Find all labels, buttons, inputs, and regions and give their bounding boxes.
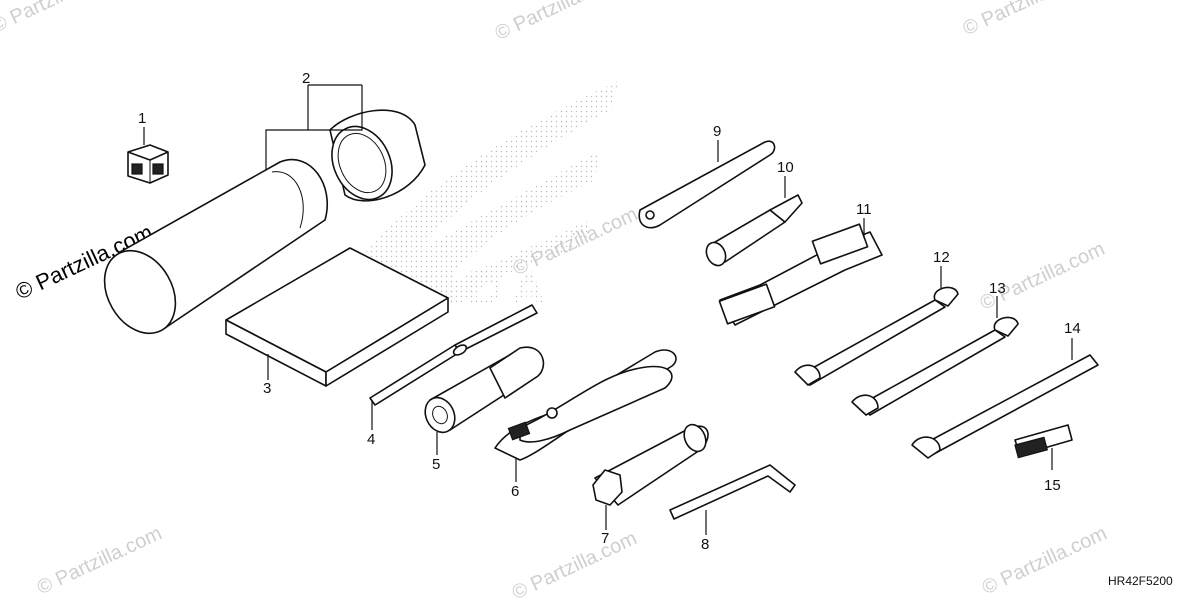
callout-3: 3	[263, 380, 271, 397]
watermark-faint: © Partzilla.com	[509, 527, 640, 600]
part-12-wrench	[794, 266, 959, 386]
watermark-faint: © Partzilla.com	[0, 0, 120, 37]
callout-labels: 1 2 3 4 5 6 7 8 9 10 11 12 13 14 15	[138, 70, 1081, 553]
part-15-clip	[1014, 424, 1073, 470]
part-2-tool-tube	[103, 84, 426, 335]
watermark-faint: © Partzilla.com	[34, 522, 165, 599]
callout-15: 15	[1044, 477, 1061, 494]
callout-11: 11	[856, 201, 872, 218]
watermark-faint: © Partzilla.com	[979, 522, 1110, 599]
part-6-pliers	[494, 349, 677, 482]
callout-14: 14	[1064, 320, 1081, 337]
callout-10: 10	[777, 159, 794, 176]
callout-2: 2	[302, 70, 310, 87]
part-4-screwdriver	[369, 304, 538, 430]
watermark-faint: © Partzilla.com	[960, 0, 1091, 40]
part-8-hex-key	[669, 464, 796, 535]
callout-6: 6	[511, 483, 519, 500]
part-10-socket	[705, 176, 803, 267]
callout-8: 8	[701, 536, 709, 553]
diagram-code: HR42F5200	[1108, 574, 1173, 588]
callout-4: 4	[367, 431, 375, 448]
callout-1: 1	[138, 110, 146, 127]
part-9-spanner	[638, 140, 776, 229]
part-1-clip	[127, 127, 169, 184]
callout-12: 12	[933, 249, 950, 266]
part-7-box-wrench	[592, 423, 709, 530]
callout-7: 7	[601, 530, 609, 547]
callout-5: 5	[432, 456, 440, 473]
part-5-handle	[424, 346, 545, 455]
watermark-faint: © Partzilla.com	[510, 203, 641, 280]
part-14-wrench	[911, 338, 1099, 459]
part-3-manual	[225, 247, 449, 387]
part-13-wrench	[851, 296, 1019, 416]
callout-9: 9	[713, 123, 721, 140]
watermark-faint: © Partzilla.com	[492, 0, 623, 45]
callout-13: 13	[989, 280, 1006, 297]
part-11-spanner	[718, 218, 883, 326]
